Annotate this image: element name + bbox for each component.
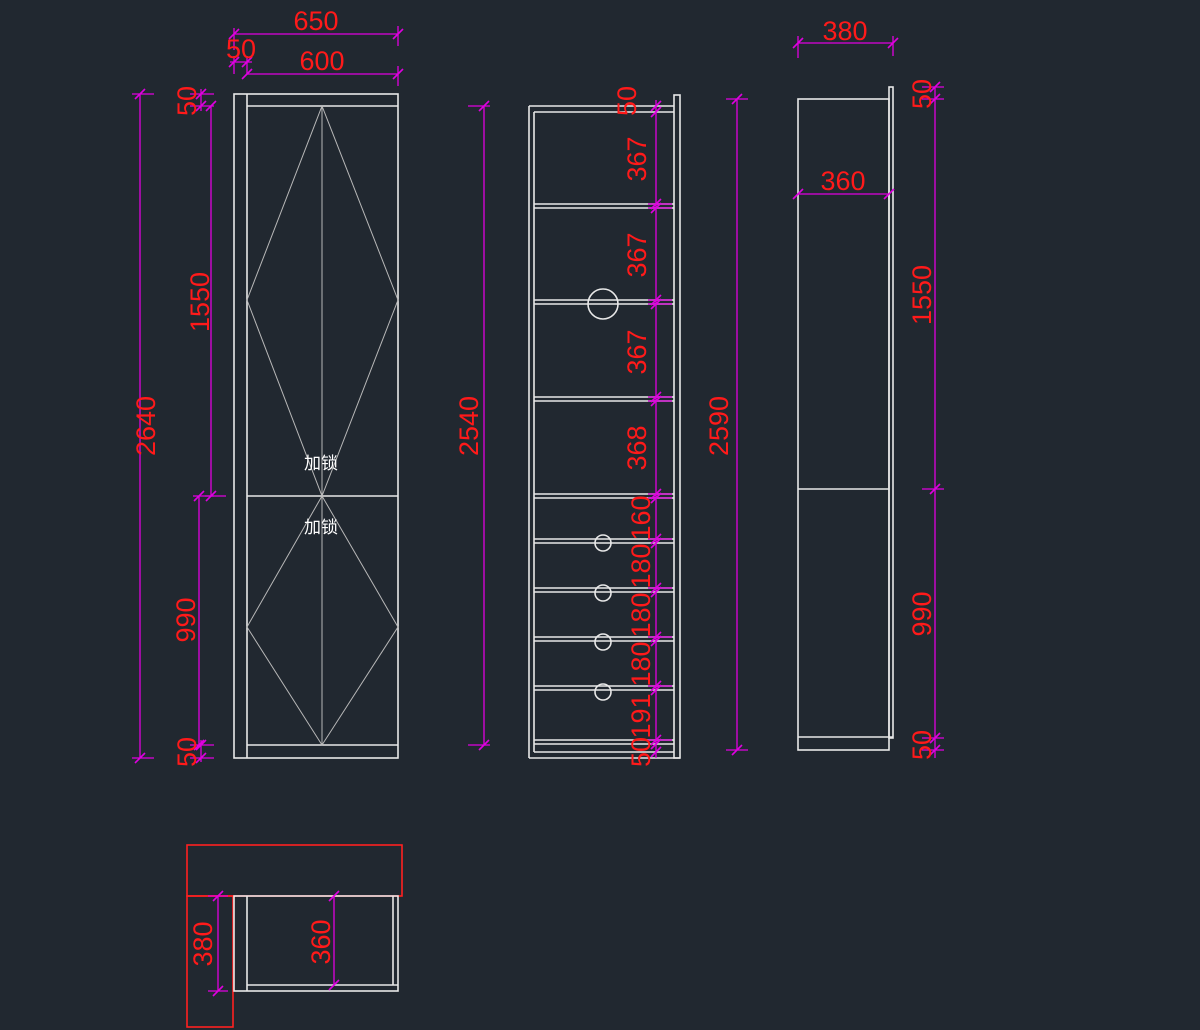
side-view: 380 360 50 1550 990 50 bbox=[792, 16, 944, 760]
dim-side-height-lower: 990 bbox=[907, 591, 937, 636]
lower-door-diamond bbox=[246, 494, 399, 746]
upper-lock-label: 加锁 bbox=[304, 454, 338, 474]
section-view: 2540 50 367 367 367 368 bbox=[454, 86, 748, 767]
dim-side-height-upper: 1550 bbox=[907, 265, 937, 325]
dim-front-width-side: 50 bbox=[226, 34, 256, 64]
drawer-knob bbox=[594, 683, 612, 701]
dim-side-depth-total: 380 bbox=[822, 16, 867, 46]
dim-side-depth-inner: 360 bbox=[820, 166, 865, 196]
plan-cabinet-outline bbox=[233, 895, 399, 992]
front-outline bbox=[233, 93, 399, 759]
dim-section-height-total: 2540 bbox=[454, 396, 484, 456]
dim-side-height-top: 50 bbox=[907, 79, 937, 109]
plan-view: 380 360 bbox=[186, 844, 403, 1028]
hanging-rod-circle bbox=[587, 288, 619, 320]
dim-side-height-total: 2590 bbox=[704, 396, 734, 456]
upper-door-diamond bbox=[246, 104, 399, 498]
dim-section-top-board: 50 bbox=[612, 86, 642, 116]
dim-plan-depth-total: 380 bbox=[188, 921, 218, 966]
dim-section-shelf-5: 160 bbox=[626, 495, 656, 540]
dim-section-shelf-8: 180 bbox=[626, 641, 656, 686]
dim-section-shelf-2: 367 bbox=[622, 232, 652, 277]
dim-side-height-bottom: 50 bbox=[907, 730, 937, 760]
dim-section-bottom-board: 50 bbox=[626, 737, 656, 767]
dim-section-shelf-4: 368 bbox=[622, 425, 652, 470]
drawer-knob bbox=[594, 534, 612, 552]
dim-section-shelf-3: 367 bbox=[622, 329, 652, 374]
dim-front-width-total: 650 bbox=[293, 6, 338, 36]
side-outline bbox=[797, 98, 890, 751]
dim-front-height-lower: 990 bbox=[171, 597, 201, 642]
dim-front-height-bottom: 50 bbox=[172, 737, 202, 767]
drawer-knob bbox=[594, 584, 612, 602]
dim-section-shelf-1: 367 bbox=[622, 136, 652, 181]
plan-wall-top bbox=[186, 844, 403, 897]
section-back-panel bbox=[673, 94, 681, 759]
dim-front-height-upper: 1550 bbox=[185, 272, 215, 332]
dim-plan-depth-inner: 360 bbox=[306, 919, 336, 964]
dim-section-shelf-9: 191 bbox=[626, 693, 656, 738]
dim-section-shelf-6: 180 bbox=[626, 543, 656, 588]
front-view: 加锁 加锁 650 50 600 2640 50 1550 bbox=[131, 6, 404, 767]
dim-front-height-top: 50 bbox=[172, 86, 202, 116]
dim-front-height-total: 2640 bbox=[131, 396, 161, 456]
lower-lock-label: 加锁 bbox=[304, 518, 338, 538]
drawer-knob bbox=[594, 633, 612, 651]
dim-front-width-inner: 600 bbox=[299, 46, 344, 76]
dim-section-shelf-7: 180 bbox=[626, 592, 656, 637]
